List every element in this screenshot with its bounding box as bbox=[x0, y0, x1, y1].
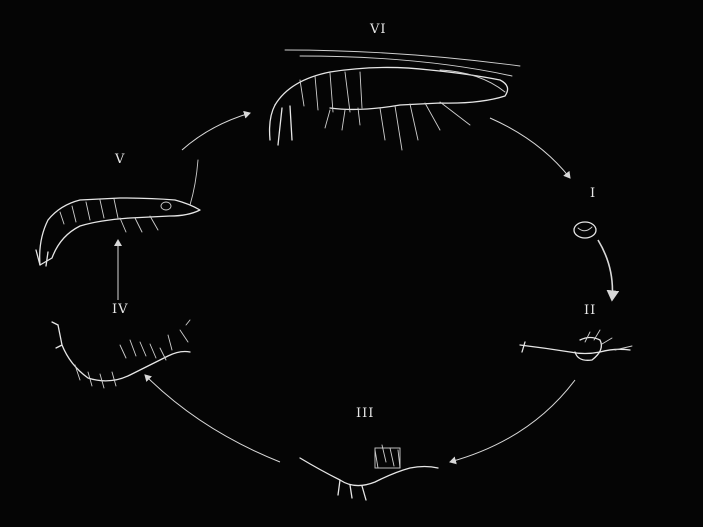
stage-label-v: V bbox=[115, 152, 125, 167]
adult-shrimp-illustration bbox=[270, 50, 520, 150]
larva-stage-iv-illustration bbox=[52, 320, 190, 388]
arrow-iii-to-iv bbox=[145, 375, 280, 462]
stage-label-iii: III bbox=[356, 406, 374, 421]
arrow-v-to-vi bbox=[182, 113, 250, 150]
stage-label-ii: II bbox=[584, 303, 596, 318]
larva-stage-ii-illustration bbox=[520, 330, 632, 360]
stage-label-vi: VI bbox=[370, 22, 387, 37]
stage-label-i: I bbox=[590, 186, 596, 201]
larva-stage-iii-illustration bbox=[300, 445, 438, 500]
stage-label-iv: IV bbox=[112, 302, 129, 317]
arrow-ii-to-iii bbox=[450, 380, 575, 462]
egg-illustration bbox=[574, 222, 596, 238]
arrow-vi-to-i bbox=[490, 118, 570, 178]
arrow-i-to-ii bbox=[598, 240, 612, 300]
